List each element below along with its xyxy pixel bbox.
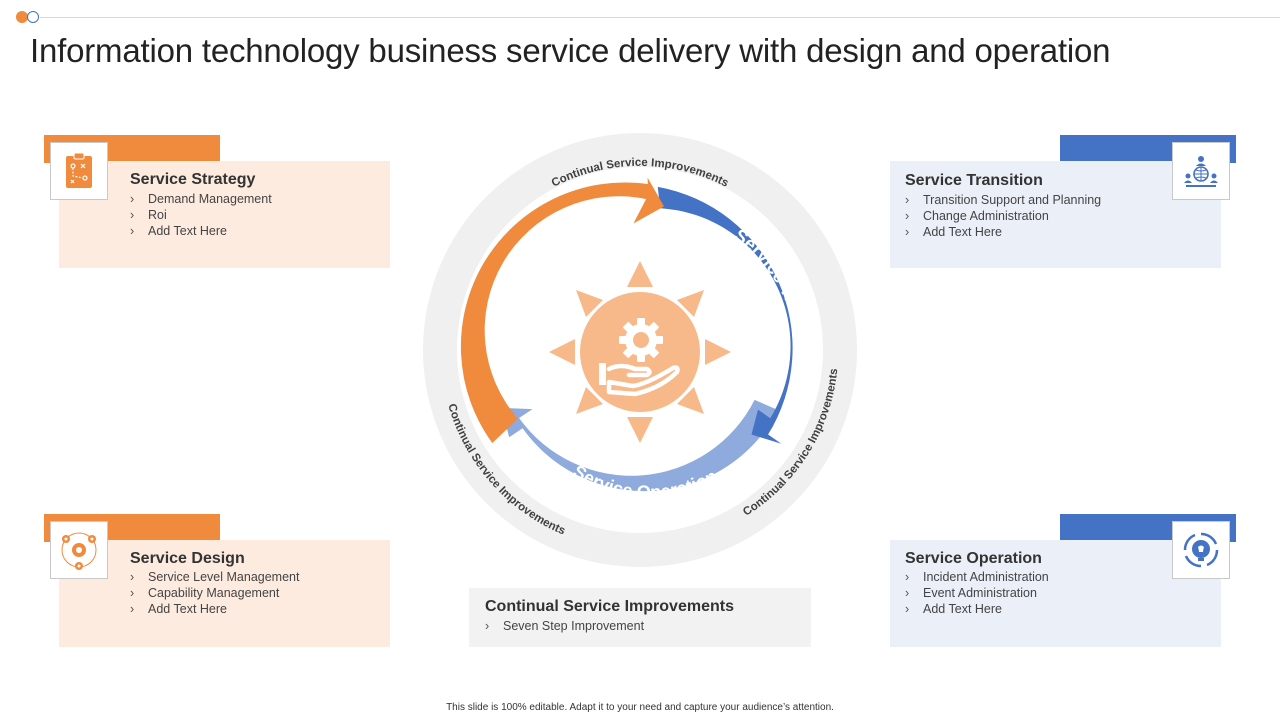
improvements-card-title: Continual Service Improvements: [485, 598, 734, 615]
decor-dot-blue: [27, 11, 39, 23]
list-item: Seven Step Improvement: [485, 618, 644, 634]
list-item: Incident Administration: [905, 569, 1049, 585]
slide-footer: This slide is 100% editable. Adapt it to…: [446, 702, 834, 713]
clipboard-strategy-icon: [66, 152, 92, 188]
list-item: Add Text Here: [905, 601, 1049, 617]
list-item: Capability Management: [130, 585, 299, 601]
gear-network-icon: [61, 532, 97, 570]
slide-title: Information technology business service …: [30, 32, 1111, 69]
transition-card-list: Transition Support and Planning Change A…: [905, 192, 1101, 240]
strategy-card-list: Demand Management Roi Add Text Here: [130, 191, 272, 239]
strategy-card-title: Service Strategy: [130, 171, 256, 188]
service-transition-arrow: [657, 186, 793, 444]
bulb-cycle-icon: [1183, 532, 1219, 568]
list-item: Add Text Here: [130, 223, 272, 239]
list-item: Add Text Here: [130, 601, 299, 617]
improvements-card-list: Seven Step Improvement: [485, 618, 644, 634]
list-item: Roi: [130, 207, 272, 223]
design-card-title: Service Design: [130, 550, 245, 567]
list-item: Change Administration: [905, 208, 1101, 224]
globe-people-icon: [1184, 156, 1218, 187]
operation-card-title: Service Operation: [905, 550, 1042, 567]
design-icon-box: [50, 521, 108, 579]
service-design-arrow: [460, 177, 664, 443]
hand-gear-icon: [599, 318, 680, 397]
list-item: Add Text Here: [905, 224, 1101, 240]
list-item: Service Level Management: [130, 569, 299, 585]
top-divider: [40, 17, 1280, 18]
list-item: Event Administration: [905, 585, 1049, 601]
operation-icon-box: [1172, 521, 1230, 579]
transition-card-title: Service Transition: [905, 172, 1043, 189]
design-card-list: Service Level Management Capability Mana…: [130, 569, 299, 617]
improvement-ring: [423, 133, 857, 567]
service-operation-arrow: [501, 399, 778, 492]
operation-card-list: Incident Administration Event Administra…: [905, 569, 1049, 617]
list-item: Demand Management: [130, 191, 272, 207]
service-cycle-diagram: Continual Service Improvements Continual…: [423, 133, 857, 567]
list-item: Transition Support and Planning: [905, 192, 1101, 208]
decor-dot-orange: [16, 11, 28, 23]
strategy-icon-box: [50, 142, 108, 200]
transition-icon-box: [1172, 142, 1230, 200]
service-design-label: Service Design: [484, 227, 557, 352]
